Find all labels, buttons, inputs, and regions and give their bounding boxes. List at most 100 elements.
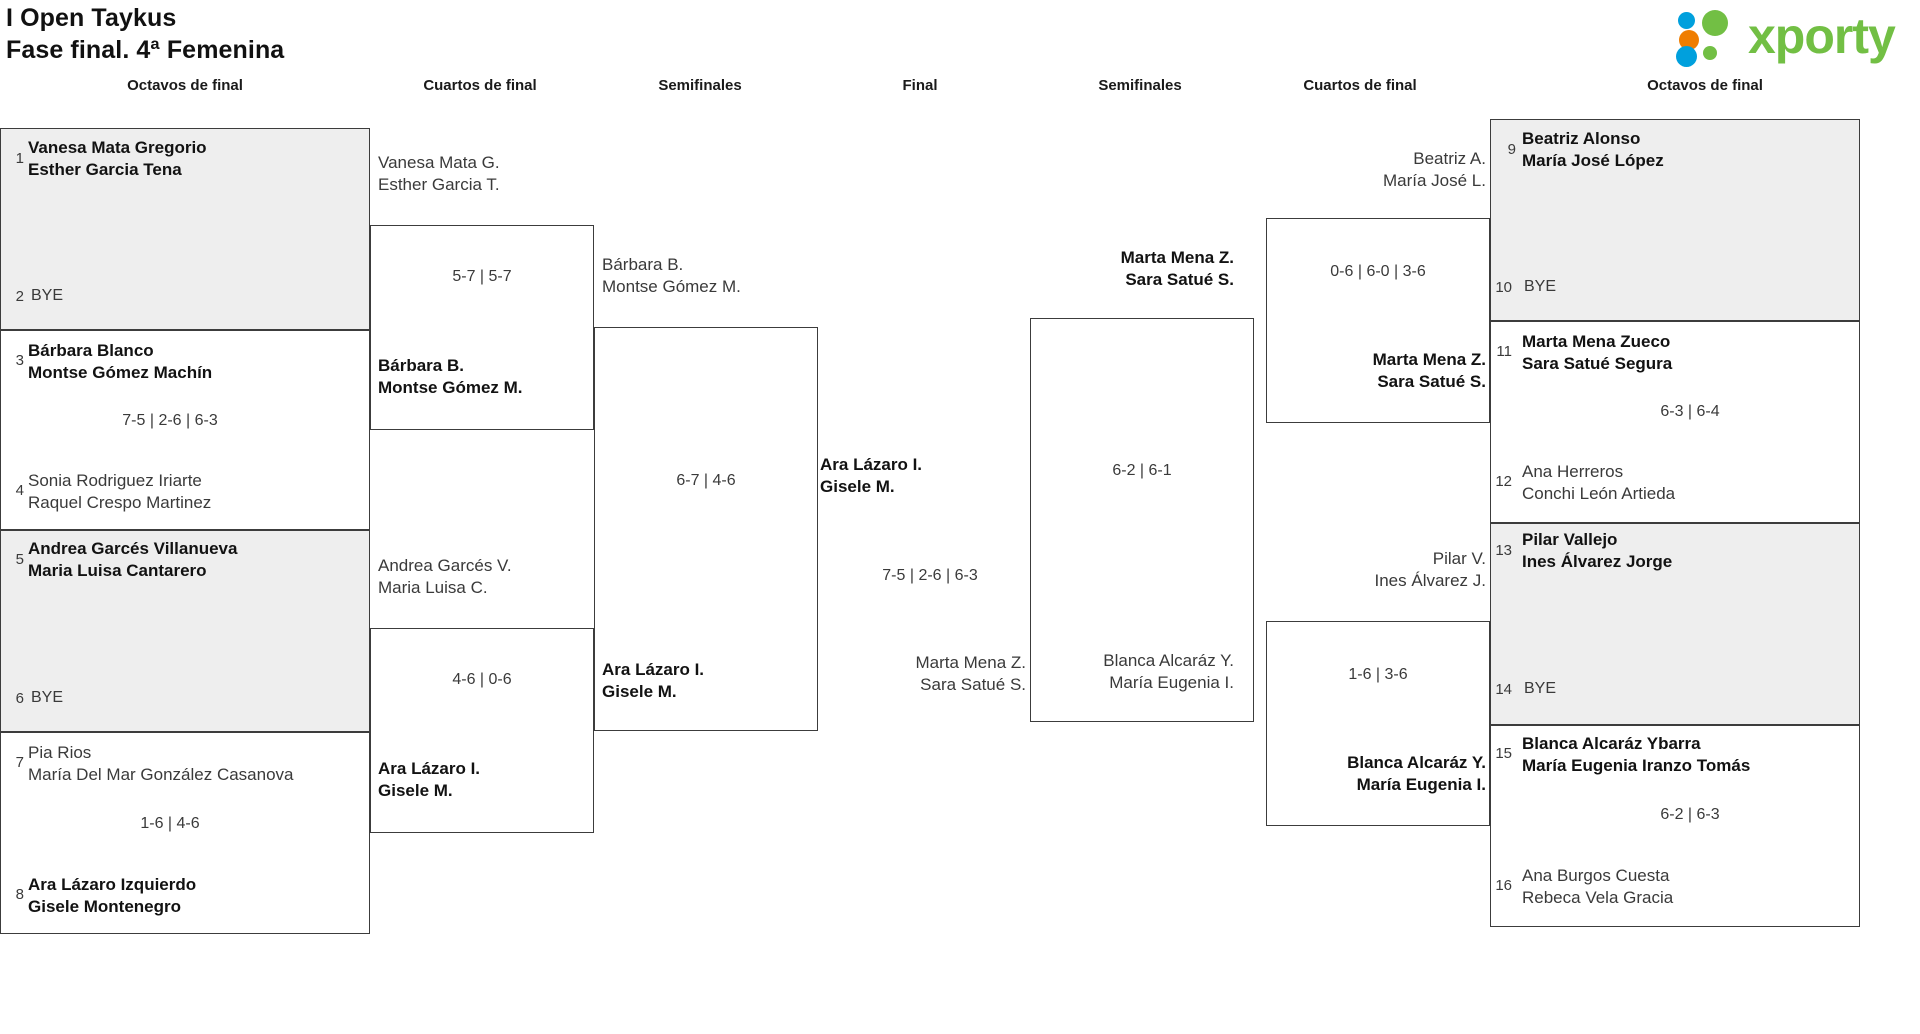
round-header-left-cuartos: Cuartos de final: [423, 77, 537, 94]
team-name: Pilar V.: [1432, 549, 1486, 568]
logo-dots-icon: [1676, 10, 1752, 67]
match-box-right-cuartos-1[interactable]: [1266, 218, 1490, 423]
team-name: BYE: [1524, 278, 1557, 295]
match-box-right-octavos-1[interactable]: [1490, 119, 1860, 321]
match-score-final: 7-5 | 2-6 | 6-3: [882, 567, 978, 584]
team-name: Sara Satué Segura: [1522, 354, 1673, 373]
match-box-right-octavos-2[interactable]: [1490, 321, 1860, 523]
seed-number: 3: [15, 352, 24, 369]
team-name: Sara Satué S.: [1125, 270, 1234, 289]
match-box-right-octavos-4[interactable]: [1490, 725, 1860, 927]
team-name: Andrea Garcés V.: [378, 556, 512, 575]
team-name: Ana Burgos Cuesta: [1522, 866, 1670, 885]
round-header-final: Final: [902, 77, 938, 94]
team-name: Vanesa Mata Gregorio: [28, 138, 207, 157]
seed-number: 4: [15, 482, 24, 499]
team-name: BYE: [1524, 680, 1557, 697]
team-name: Ara Lázaro I.: [378, 759, 481, 778]
team-name: Blanca Alcaráz Ybarra: [1522, 734, 1701, 753]
seed-number: 8: [15, 886, 24, 903]
team-name: Gisele M.: [602, 682, 677, 701]
match-score: 0-6 | 6-0 | 3-6: [1330, 263, 1426, 280]
team-name: Blanca Alcaráz Y.: [1103, 651, 1234, 670]
team-name-final-runnerup: Sara Satué S.: [920, 675, 1026, 694]
team-name-final-winner: Ara Lázaro I.: [820, 455, 923, 474]
round-header-right-cuartos: Cuartos de final: [1303, 77, 1417, 94]
match-box-right-cuartos-2[interactable]: [1266, 621, 1490, 826]
seed-number: 11: [1496, 343, 1512, 360]
round-header-right-semis: Semifinales: [1098, 77, 1182, 94]
round-header-left-semis: Semifinales: [658, 77, 742, 94]
team-name: Rebeca Vela Gracia: [1522, 888, 1674, 907]
team-name: María José L.: [1383, 171, 1486, 190]
team-name: Esther Garcia T.: [378, 175, 500, 194]
seed-number: 1: [15, 150, 24, 167]
match-box-right-octavos-3[interactable]: [1490, 523, 1860, 725]
match-box-left-semis-1[interactable]: [594, 327, 818, 731]
match-box-left-octavos-3[interactable]: [0, 530, 370, 732]
match-box-left-octavos-2[interactable]: [0, 330, 370, 530]
team-name: Ines Álvarez Jorge: [1522, 552, 1673, 571]
team-name: María José López: [1522, 151, 1664, 170]
team-name: Montse Gómez Machín: [28, 363, 213, 382]
logo-wordmark: xporty: [1748, 8, 1896, 64]
match-box-left-cuartos-1[interactable]: [370, 225, 594, 430]
match-box-left-octavos-4[interactable]: [0, 732, 370, 934]
team-name: María Del Mar González Casanova: [28, 765, 294, 784]
team-name: Beatriz A.: [1413, 149, 1486, 168]
team-name: Gisele M.: [378, 781, 453, 800]
team-name: Beatriz Alonso: [1522, 129, 1641, 148]
seed-number: 14: [1495, 681, 1512, 698]
team-name: Conchi León Artieda: [1522, 484, 1676, 503]
match-box-left-octavos-1[interactable]: [0, 128, 370, 330]
team-name: Maria Luisa C.: [378, 578, 488, 597]
seed-number: 12: [1495, 473, 1512, 490]
team-name: Raquel Crespo Martinez: [28, 493, 212, 512]
match-box-left-cuartos-2[interactable]: [370, 628, 594, 833]
seed-number: 2: [15, 288, 24, 305]
team-name: Vanesa Mata G.: [378, 153, 500, 172]
match-score: 6-2 | 6-1: [1112, 462, 1172, 479]
seed-number: 9: [1507, 141, 1516, 158]
team-name: Maria Luisa Cantarero: [28, 561, 207, 580]
xporty-logo[interactable]: xporty: [1676, 6, 1906, 68]
team-name: Sonia Rodriguez Iriarte: [28, 471, 202, 490]
team-name: Marta Mena Z.: [1120, 248, 1234, 267]
seed-number: 6: [15, 690, 24, 707]
tournament-name: I Open Taykus: [6, 4, 177, 32]
team-name: Montse Gómez M.: [602, 277, 741, 296]
seed-number: 10: [1495, 279, 1512, 296]
team-name: Pilar Vallejo: [1522, 530, 1618, 549]
match-score: 1-6 | 4-6: [140, 815, 200, 832]
team-name: Ana Herreros: [1522, 462, 1624, 481]
team-name: María Eugenia I.: [1356, 775, 1486, 794]
team-name: Ara Lázaro I.: [602, 660, 705, 679]
team-name-final-runnerup: Marta Mena Z.: [915, 653, 1026, 672]
match-box-right-semis-1[interactable]: [1030, 318, 1254, 722]
team-name: María Eugenia I.: [1109, 673, 1234, 692]
team-name: Blanca Alcaráz Y.: [1347, 753, 1486, 772]
round-header-right-octavos: Octavos de final: [1647, 77, 1763, 94]
seed-number: 16: [1495, 877, 1512, 894]
match-score: 5-7 | 5-7: [452, 268, 512, 285]
match-score: 6-3 | 6-4: [1660, 403, 1720, 420]
team-name: BYE: [31, 287, 64, 304]
tournament-phase: Fase final. 4ª Femenina: [6, 36, 285, 64]
match-score: 1-6 | 3-6: [1348, 666, 1408, 683]
team-name: María Eugenia Iranzo Tomás: [1522, 756, 1751, 775]
team-name: BYE: [31, 689, 64, 706]
match-score: 4-6 | 0-6: [452, 671, 512, 688]
team-name-final-winner: Gisele M.: [820, 477, 895, 496]
seed-number: 7: [15, 754, 24, 771]
seed-number: 13: [1495, 542, 1512, 559]
page-title: I Open Taykus Fase final. 4ª Femenina: [6, 2, 284, 66]
match-score: 6-2 | 6-3: [1660, 806, 1720, 823]
seed-number: 5: [15, 551, 24, 568]
seed-number: 15: [1495, 745, 1512, 762]
team-name: Gisele Montenegro: [28, 897, 182, 916]
team-name: Bárbara B.: [378, 356, 464, 375]
team-name: Marta Mena Z.: [1372, 350, 1486, 369]
team-name: Andrea Garcés Villanueva: [28, 539, 238, 558]
team-name: Bárbara Blanco: [28, 341, 154, 360]
